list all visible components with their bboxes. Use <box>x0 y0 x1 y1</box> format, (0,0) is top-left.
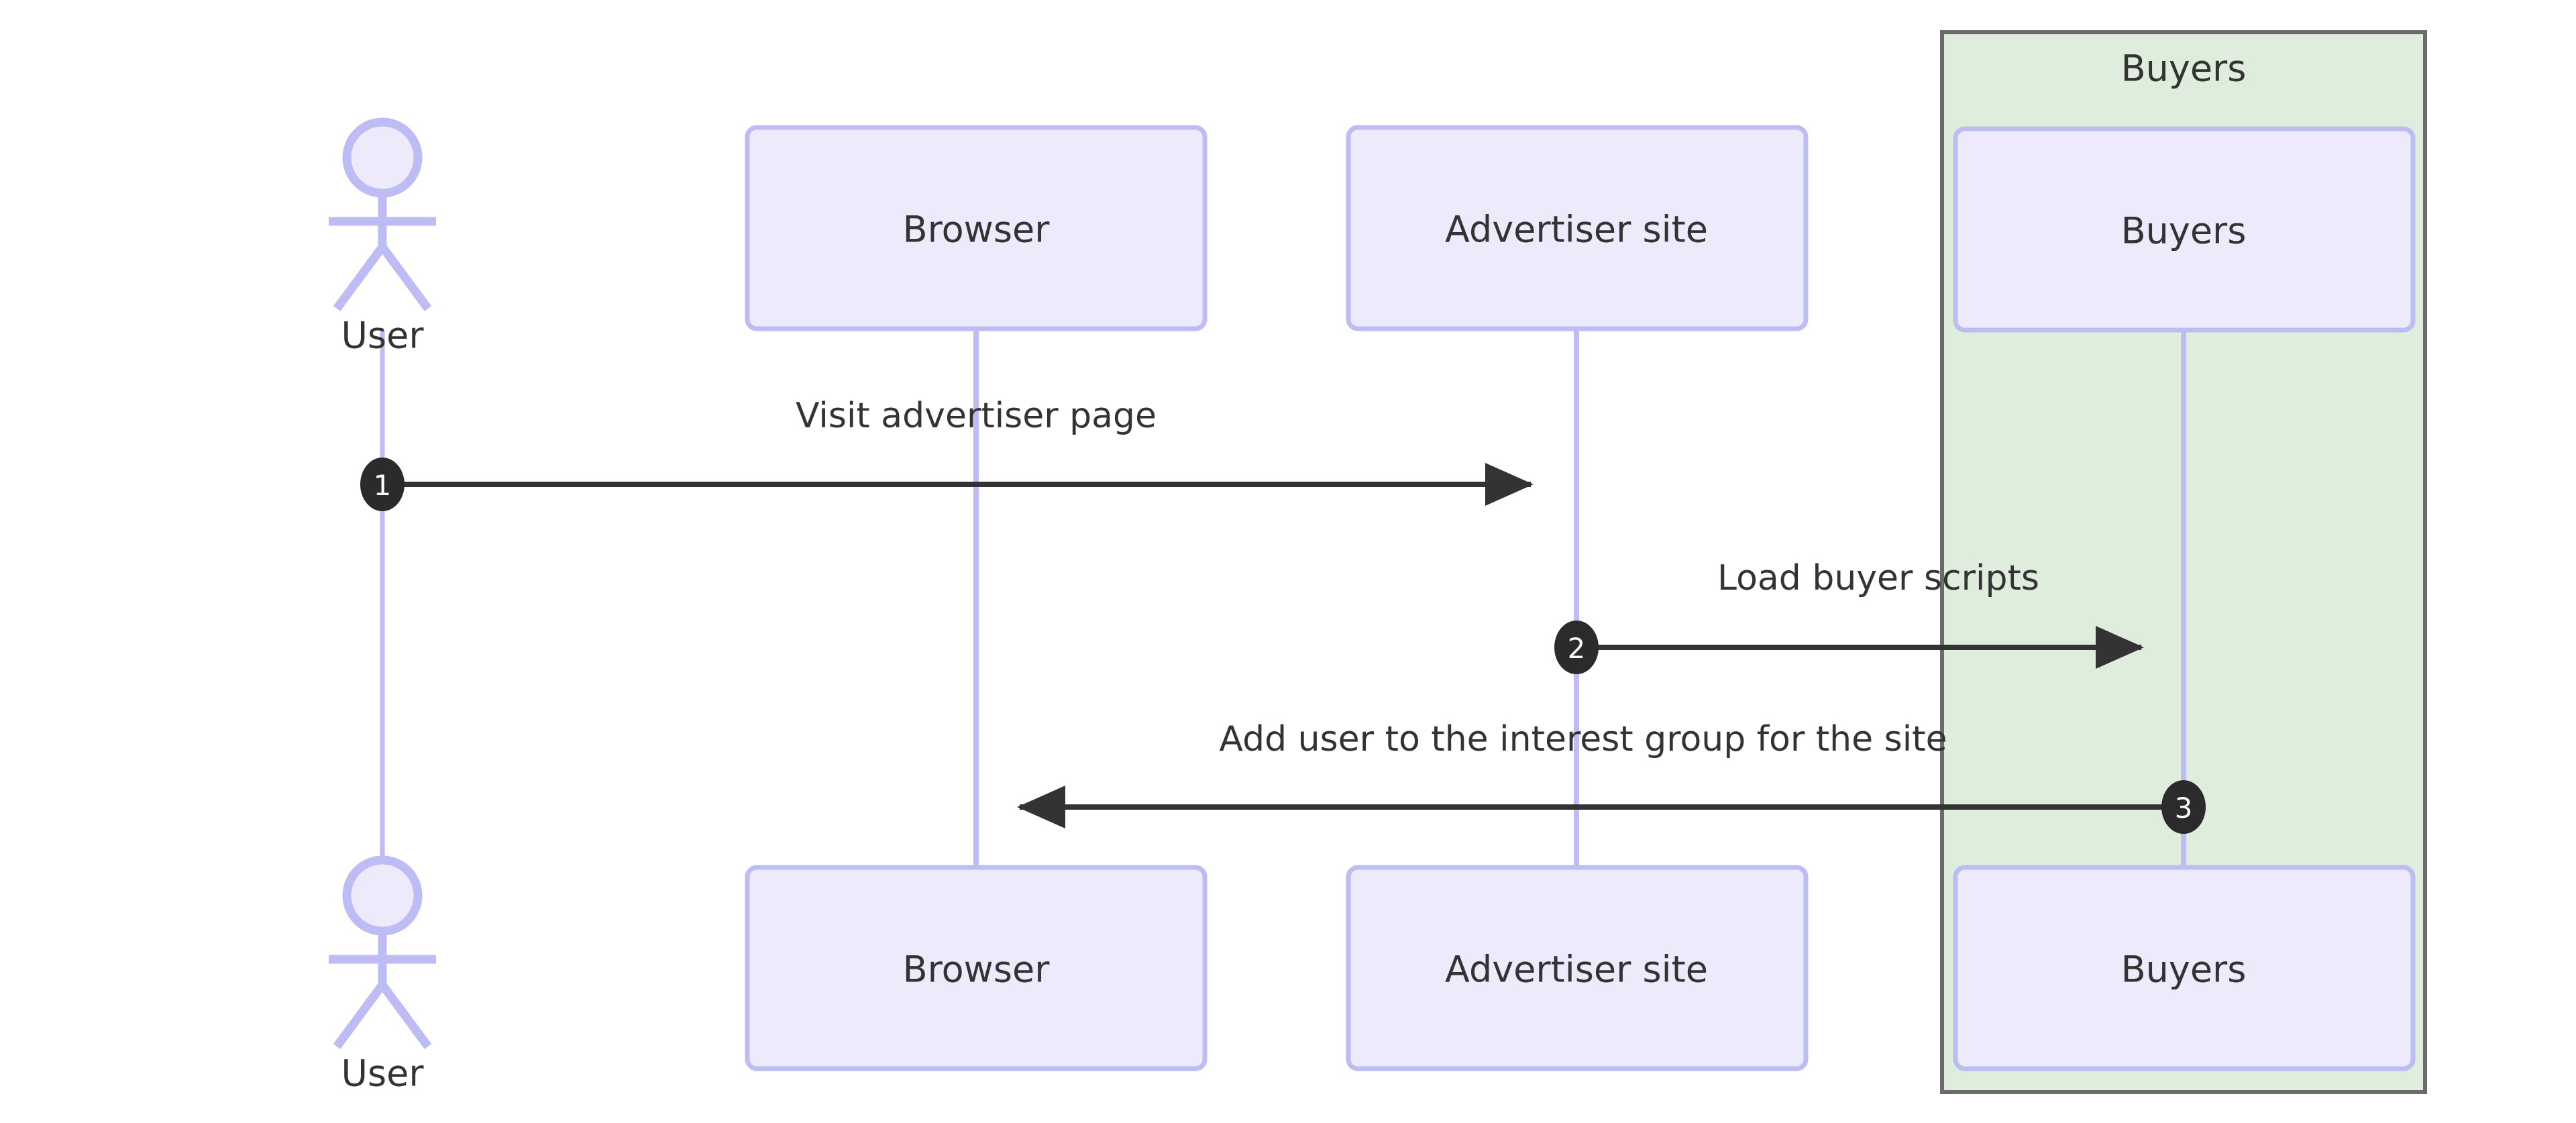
sequence-badge-2[interactable] <box>1554 621 1599 674</box>
actor-label-user-top: User <box>341 314 424 357</box>
sequence-number-2: 2 <box>1567 632 1586 665</box>
participant-box-buyers-top[interactable] <box>1953 126 2416 333</box>
participant-box-advertiser-bottom[interactable] <box>1346 865 1809 1071</box>
participant-label-buyers-top: Buyers <box>2121 209 2247 252</box>
participant-box-browser-top[interactable] <box>745 125 1208 331</box>
message-label-2: Load buyer scripts <box>1717 558 2039 598</box>
participant-label-advertiser-top: Advertiser site <box>1444 208 1709 251</box>
participant-box-browser-bottom[interactable] <box>745 865 1208 1071</box>
message-label-1: Visit advertiser page <box>795 396 1157 436</box>
participant-label-browser-bottom: Browser <box>902 948 1050 991</box>
sequence-number-3: 3 <box>2174 792 2193 824</box>
participant-box-buyers-bottom[interactable] <box>1953 865 2416 1071</box>
participant-label-buyers-bottom: Buyers <box>2121 948 2247 991</box>
actor-icon-user-bottom[interactable] <box>329 855 436 1049</box>
sequence-badge-1[interactable] <box>360 458 405 511</box>
message-label-3: Add user to the interest group for the s… <box>1219 719 1947 759</box>
sequence-number-1: 1 <box>373 469 392 502</box>
participant-label-browser-top: Browser <box>902 208 1050 251</box>
group-label-buyers: Buyers <box>2121 47 2247 90</box>
sequence-badge-3[interactable] <box>2161 780 2206 834</box>
participant-label-advertiser-bottom: Advertiser site <box>1444 948 1709 991</box>
actor-label-user-bottom: User <box>341 1052 424 1095</box>
participant-box-advertiser-top[interactable] <box>1346 125 1809 331</box>
actor-icon-user-top[interactable] <box>329 117 436 311</box>
